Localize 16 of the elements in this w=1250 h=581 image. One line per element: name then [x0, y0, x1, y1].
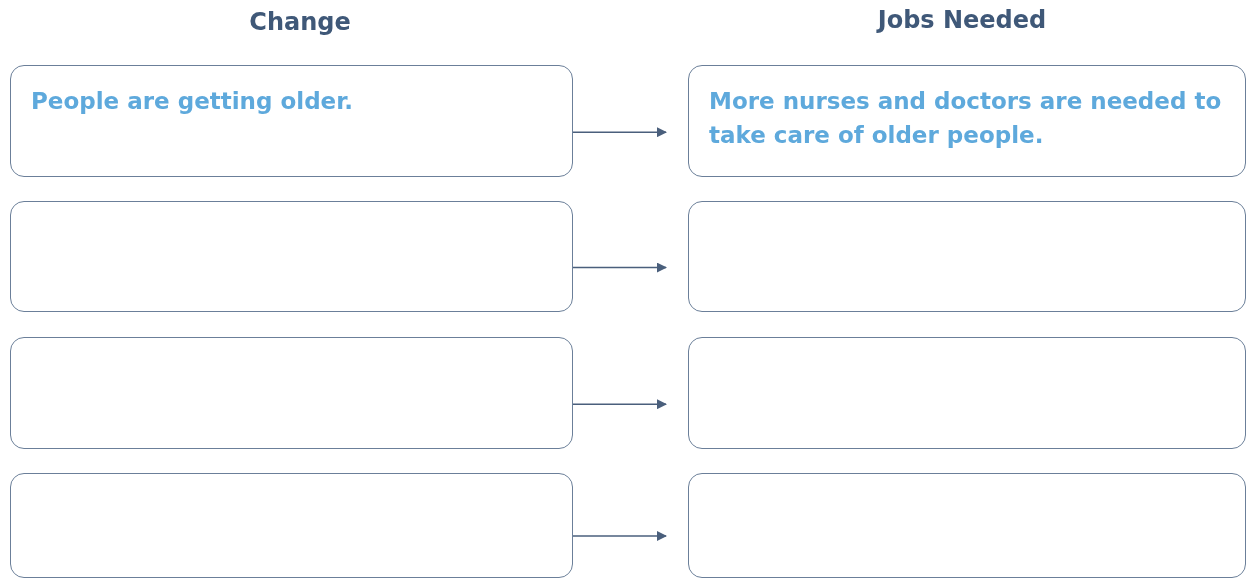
text-box: [688, 65, 1246, 177]
answer-box: [10, 201, 573, 312]
arrow: [572, 262, 667, 273]
column-heading: Jobs Needed: [877, 6, 1047, 34]
answer-box: [688, 473, 1246, 578]
answer-box: [688, 337, 1246, 449]
text-box: [10, 65, 573, 177]
arrow: [572, 531, 667, 541]
arrow: [572, 399, 667, 410]
arrow: [572, 127, 667, 138]
box-text: People are getting older.: [31, 87, 354, 116]
answer-box: [10, 337, 573, 449]
column-heading: Change: [249, 8, 351, 36]
box-text: More nurses and doctors are needed to take care of older people.: [709, 87, 1223, 150]
answer-box: [10, 473, 573, 578]
answer-box: [688, 201, 1246, 312]
